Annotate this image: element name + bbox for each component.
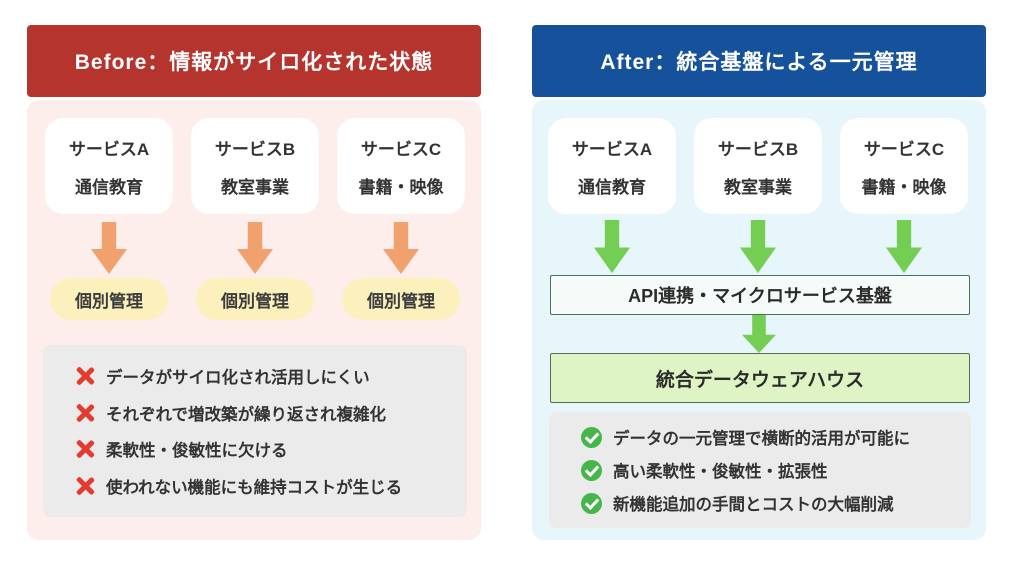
x-mark-icon	[75, 439, 95, 459]
down-arrow-icon	[886, 220, 922, 273]
issue-item: 使われない機能にも維持コストが生じる	[43, 474, 467, 498]
issue-text: 使われない機能にも維持コストが生じる	[106, 479, 403, 498]
service-desc: 書籍・映像	[861, 177, 947, 197]
service-desc: 教室事業	[221, 177, 289, 197]
down-arrow-icon	[740, 220, 776, 273]
individual-management-pill: 個別管理	[196, 278, 314, 320]
service-name: サービスC	[863, 139, 945, 159]
check-mark-icon	[581, 492, 602, 514]
down-arrow-icon	[383, 222, 419, 274]
pill-label: 個別管理	[221, 291, 289, 311]
issue-item: 柔軟性・俊敏性に欠ける	[43, 437, 467, 461]
service-card-b: サービスB 教室事業	[191, 118, 319, 214]
service-name: サービスC	[360, 139, 442, 159]
x-mark-icon	[75, 366, 95, 386]
after-panel-title: After：統合基盤による一元管理	[600, 51, 918, 74]
service-name: サービスB	[214, 139, 296, 159]
issue-item: データがサイロ化され活用しにくい	[43, 364, 467, 388]
check-mark-icon	[581, 426, 602, 448]
pill-label: 個別管理	[367, 291, 435, 311]
service-card-a: サービスA 通信教育	[45, 118, 173, 214]
service-name: サービスB	[717, 139, 799, 159]
benefit-item: 高い柔軟性・俊敏性・拡張性	[549, 458, 971, 482]
issue-text: データがサイロ化され活用しにくい	[106, 368, 370, 387]
data-warehouse-box: 統合データウェアハウス	[550, 353, 970, 403]
service-card-a: サービスA 通信教育	[548, 118, 676, 214]
x-mark-icon	[75, 476, 95, 496]
service-name: サービスA	[68, 139, 150, 159]
data-warehouse-label: 統合データウェアハウス	[655, 369, 865, 391]
benefit-item: データの一元管理で横断的活用が可能に	[549, 425, 971, 449]
before-panel-title: Before：情報がサイロ化された状態	[74, 51, 434, 74]
check-mark-icon	[581, 459, 602, 481]
down-arrow-icon	[237, 222, 273, 274]
api-platform-label: API連携・マイクロサービス基盤	[628, 286, 892, 306]
service-desc: 通信教育	[75, 177, 143, 197]
benefit-text: 新機能追加の手間とコストの大幅削減	[613, 496, 894, 514]
after-panel-header: After：統合基盤による一元管理	[532, 25, 986, 97]
benefit-text: 高い柔軟性・俊敏性・拡張性	[613, 463, 828, 481]
down-arrow-icon	[594, 220, 630, 273]
service-card-c: サービスC 書籍・映像	[840, 118, 968, 214]
service-name: サービスA	[571, 139, 653, 159]
down-arrow-icon	[91, 222, 127, 274]
down-arrow-icon	[742, 315, 776, 353]
issue-item: それぞれで増改築が繰り返され複雑化	[43, 401, 467, 425]
service-card-b: サービスB 教室事業	[694, 118, 822, 214]
issue-text: それぞれで増改築が繰り返され複雑化	[106, 405, 387, 424]
benefit-text: データの一元管理で横断的活用が可能に	[613, 430, 910, 448]
api-platform-box: API連携・マイクロサービス基盤	[550, 275, 970, 315]
service-desc: 通信教育	[578, 177, 646, 197]
issue-text: 柔軟性・俊敏性に欠ける	[106, 442, 288, 461]
service-card-c: サービスC 書籍・映像	[337, 118, 465, 214]
issues-list: データがサイロ化され活用しにくい それぞれで増改築が繰り返され複雑化 柔軟性・俊…	[43, 345, 467, 517]
service-desc: 書籍・映像	[358, 177, 444, 197]
pill-label: 個別管理	[75, 291, 143, 311]
benefits-list: データの一元管理で横断的活用が可能に 高い柔軟性・俊敏性・拡張性 新機能追加の手…	[549, 412, 971, 528]
before-panel-header: Before：情報がサイロ化された状態	[27, 25, 481, 97]
benefit-item: 新機能追加の手間とコストの大幅削減	[549, 491, 971, 515]
x-mark-icon	[75, 403, 95, 423]
before-panel-body: サービスA 通信教育 サービスB 教室事業 サービスC 書籍・映像 個別管理 個…	[27, 100, 481, 540]
after-panel-body: サービスA 通信教育 サービスB 教室事業 サービスC 書籍・映像 API連携・…	[532, 100, 986, 540]
individual-management-pill: 個別管理	[342, 278, 460, 320]
individual-management-pill: 個別管理	[50, 278, 168, 320]
service-desc: 教室事業	[724, 177, 792, 197]
